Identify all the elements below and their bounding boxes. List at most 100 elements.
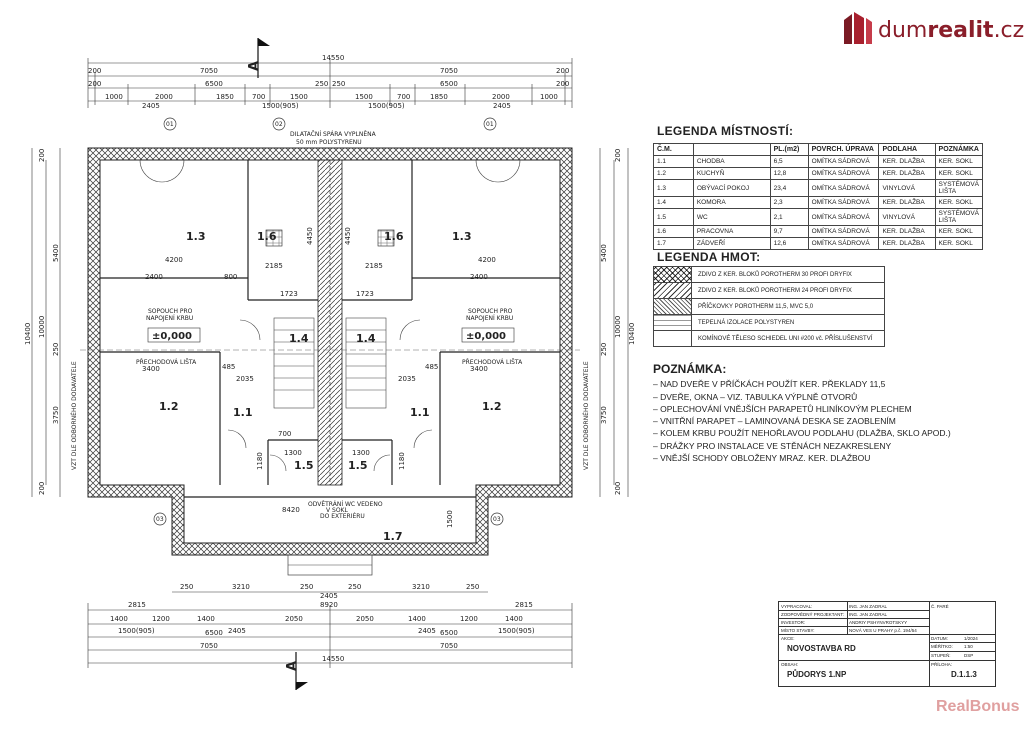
dim-left-10000: 10000 (38, 316, 46, 338)
dim-right-10400: 10400 (628, 323, 636, 345)
dim-b-seg-4: 2050 (285, 615, 303, 623)
note-vent-right: VZT DLE ODBORNÉHO DODAVATELE (582, 361, 590, 470)
note-joint-2: 50 mm POLYSTYRENU (296, 139, 362, 146)
legend-material-item: TEPELNÁ IZOLACE POLYSTYREN (654, 315, 884, 331)
dim-seg-8: 1850 (430, 93, 448, 101)
svg-text:1723: 1723 (280, 290, 298, 298)
dim-200-a: 200 (88, 67, 101, 75)
sheet-number: D.1.1.3 (951, 670, 977, 679)
svg-text:8420: 8420 (282, 506, 300, 514)
room-1-3-right: 1.3 (452, 230, 472, 243)
room-1-5-right: 1.5 (348, 459, 368, 472)
dim-left-10400: 10400 (24, 323, 32, 345)
dim-sub-4: 2405 (493, 102, 511, 110)
dim-sub-3: 1500(905) (368, 102, 405, 110)
dim-seg-10: 1000 (540, 93, 558, 101)
dim-seg-9: 2000 (492, 93, 510, 101)
title-block: VYPRACOVAL: ING. JAN ZADRAL ZODPOVĚDNÝ P… (778, 601, 996, 687)
dim-left-200b: 200 (38, 482, 46, 495)
room-1-1-left: 1.1 (233, 406, 253, 419)
hatch-swatch-icon (654, 331, 692, 346)
dim-right-3750: 3750 (600, 406, 608, 424)
dim-b-sub-2: 2405 (228, 627, 246, 635)
room-1-6-left: 1.6 (257, 230, 277, 243)
dim-b-sub-4: 1500(905) (498, 627, 535, 635)
logo-text: dumrealit.cz (878, 18, 1024, 43)
staircases (273, 317, 387, 409)
svg-text:1300: 1300 (352, 449, 370, 457)
svg-text:1180: 1180 (256, 452, 264, 470)
note-item: – OPLECHOVÁNÍ VNĚJŠÍCH PARAPETŮ HLINÍKOV… (653, 403, 912, 414)
dim-right-200a: 200 (614, 149, 622, 162)
dim-half-right-top: 7050 (440, 67, 458, 75)
dim-b-half-r: 7050 (440, 642, 458, 650)
side-dimensions (31, 148, 629, 497)
room-1-6-right: 1.6 (384, 230, 404, 243)
dim-b-250-2: 250 (300, 583, 313, 591)
note-sopouch-3: SOPOUCH PRO (468, 308, 513, 315)
note-sopouch-4: NAPOJENÍ KRBU (466, 315, 513, 322)
note-odvetr-2: V SOKL (326, 507, 348, 514)
legend-rooms-title: LEGENDA MÍSTNOSTÍ: (657, 124, 794, 138)
note-sopouch-1: SOPOUCH PRO (148, 308, 193, 315)
dim-left-3750: 3750 (52, 406, 60, 424)
legend-materials-title: LEGENDA HMOT: (657, 250, 761, 264)
notes: POZNÁMKA: – NAD DVEŘE V PŘÍČKÁCH POUŽÍT … (653, 363, 951, 464)
legend-rooms-table: Č.M. PL.(m2) POVRCH. ÚPRAVA PODLAHA POZN… (653, 143, 984, 250)
note-odvetr-1: ODVĚTRÁNÍ WC VEDENO (308, 500, 383, 508)
svg-text:485: 485 (425, 363, 438, 371)
dim-b-seg-8: 1400 (505, 615, 523, 623)
legend-material-item: ZDIVO Z KER. BLOKŮ POROTHERM 24 PROFI DR… (654, 283, 884, 299)
svg-text:2400: 2400 (470, 273, 488, 281)
dim-b-inner-l: 6500 (205, 629, 223, 637)
logo-house-icon (844, 12, 872, 44)
dim-b-250-1: 250 (180, 583, 193, 591)
dim-seg-1: 1000 (105, 93, 123, 101)
inner-dimensions: 4200 2185 2185 4200 2400 800 1723 1723 2… (142, 227, 496, 528)
dim-left-200a: 200 (38, 149, 46, 162)
notes-title: POZNÁMKA: (653, 362, 727, 376)
dim-left-250: 250 (52, 343, 60, 356)
dim-200-b: 200 (556, 67, 569, 75)
dim-right-250: 250 (600, 343, 608, 356)
dim-b-half-l: 7050 (200, 642, 218, 650)
room-1-4-right: 1.4 (356, 332, 376, 345)
door-swings (139, 159, 521, 472)
section-label-top: A (247, 61, 262, 71)
hatch-swatch-icon (654, 267, 692, 282)
note-item: – VNĚJŠÍ SCHODY OBLOŽENY MRAZ. KER. DLAŽ… (653, 453, 871, 464)
note-item: – NAD DVEŘE V PŘÍČKÁCH POUŽÍT KER. PŘEKL… (653, 379, 886, 390)
watermark: RealBonus (936, 698, 1020, 715)
dim-inner-right-top: 6500 (440, 80, 458, 88)
logo[interactable]: dumrealit.cz (842, 8, 1024, 48)
dim-250-b: 250 (332, 80, 345, 88)
svg-text:1500: 1500 (446, 510, 454, 528)
note-item: – DVEŘE, OKNA – VIZ. TABULKA VÝPLNĚ OTVO… (653, 391, 858, 402)
dim-b-250-3: 250 (348, 583, 361, 591)
level-mark-left: ±0,000 (152, 331, 192, 342)
section-mark-bottom: A (285, 652, 308, 690)
svg-text:4200: 4200 (165, 256, 183, 264)
room-1-2-right: 1.2 (482, 400, 502, 413)
dim-b-seg-3: 1400 (197, 615, 215, 623)
chimney-right (377, 229, 395, 247)
legend-material-item: PŘÍČKOVKY POROTHERM 11,5, MVC 5,0 (654, 299, 884, 315)
dim-b-seg-5: 2050 (356, 615, 374, 623)
room-1-2-left: 1.2 (159, 400, 179, 413)
dim-b-2405: 2405 (320, 592, 338, 600)
svg-text:800: 800 (224, 273, 237, 281)
sheet-content: PŮDORYS 1.NP (787, 670, 847, 679)
level-mark-right: ±0,000 (466, 331, 506, 342)
dim-250-a: 250 (315, 80, 328, 88)
dim-b-3210-r: 3210 (412, 583, 430, 591)
svg-text:700: 700 (278, 430, 291, 438)
section-mark-top: A (247, 38, 270, 78)
dim-b-seg-7: 1200 (460, 615, 478, 623)
svg-text:1723: 1723 (356, 290, 374, 298)
